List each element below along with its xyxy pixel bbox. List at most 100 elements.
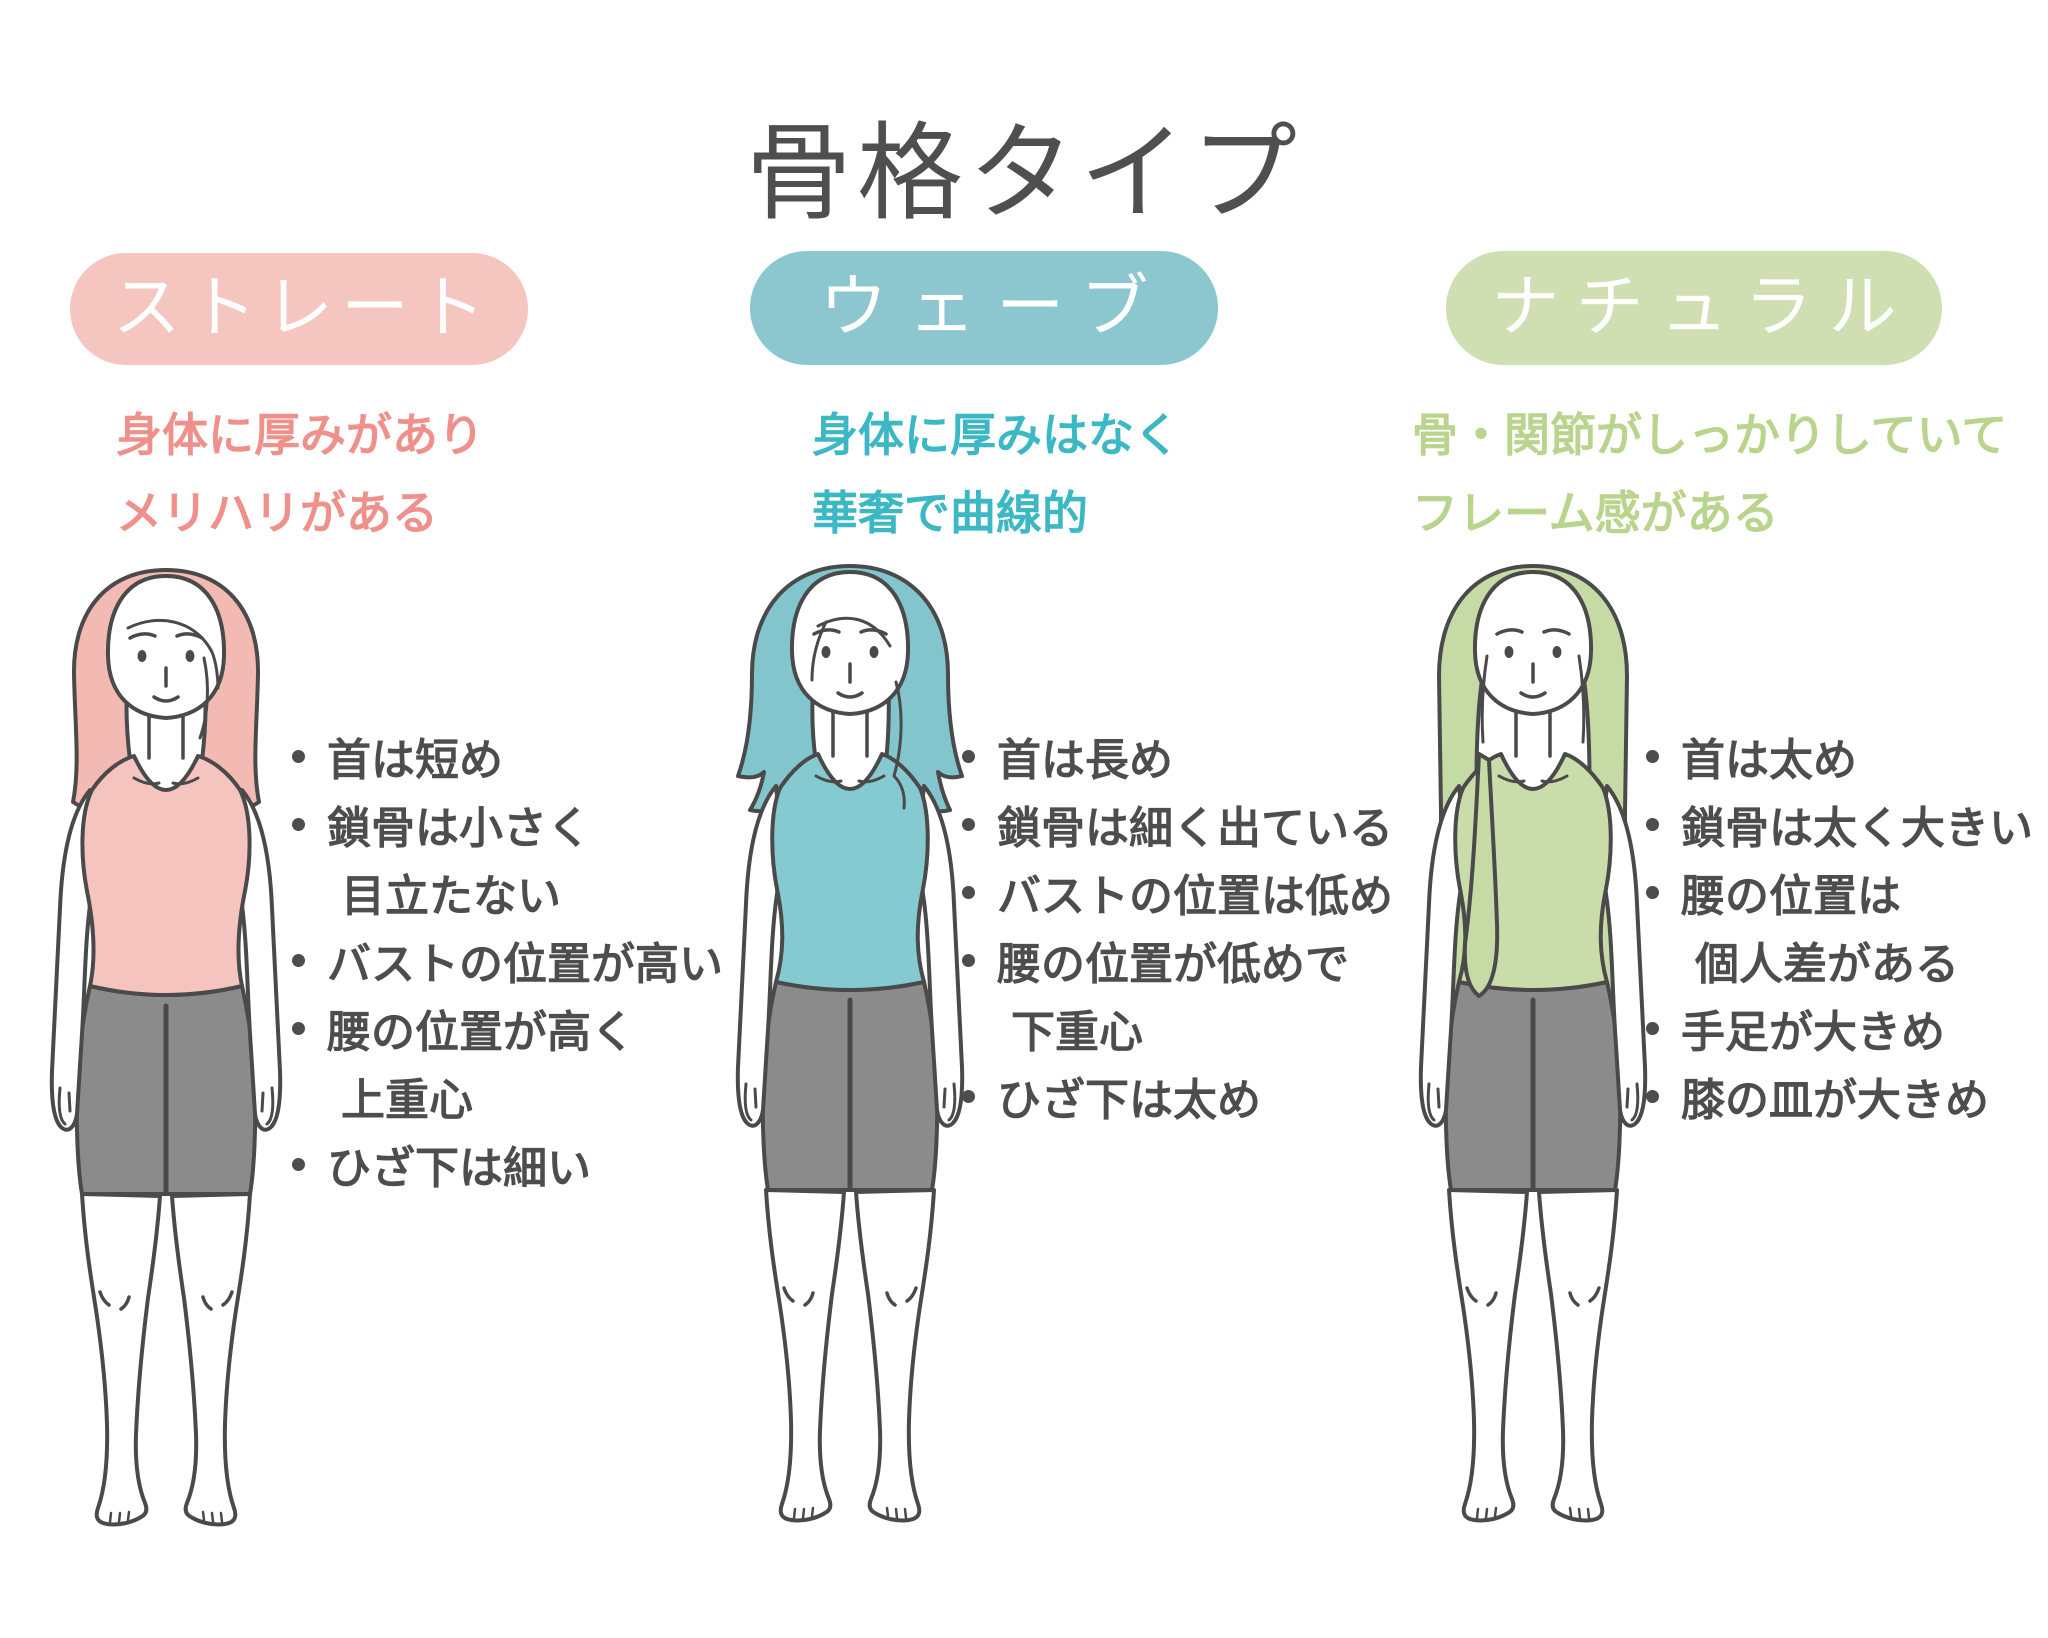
tank-top bbox=[80, 754, 252, 997]
list-item-text: 手足が大きめ bbox=[1681, 1007, 1945, 1058]
bullet-dot bbox=[962, 885, 975, 899]
collarbone bbox=[1497, 774, 1569, 784]
bullet-dot bbox=[962, 953, 975, 967]
description-line: 骨・関節がしっかりしていて bbox=[1412, 408, 2008, 462]
woman-wavy-hair-illustration bbox=[735, 564, 965, 1523]
bullet-dot bbox=[1646, 1089, 1659, 1103]
bullet-dot bbox=[962, 817, 975, 831]
type-pill-wave: ウェーブ bbox=[750, 251, 1218, 365]
bullet-dot bbox=[292, 1157, 305, 1171]
list-item-text: 腰の位置が低めで bbox=[997, 939, 1349, 990]
list-item-text: 首は太め bbox=[1681, 735, 1857, 786]
list-item-text: 鎖骨は太く大きい bbox=[1681, 803, 2033, 854]
eye-right bbox=[185, 650, 195, 662]
arm-right bbox=[1601, 784, 1648, 1128]
description-line: 身体に厚みはなく bbox=[812, 408, 1180, 462]
collarbone bbox=[132, 776, 200, 786]
leg-left bbox=[1447, 1188, 1529, 1523]
description-line: フレーム感がある bbox=[1412, 486, 1779, 540]
face bbox=[1472, 570, 1594, 716]
list-item-continuation: 上重心 bbox=[292, 1062, 722, 1130]
eyebrows bbox=[1495, 628, 1571, 636]
type-description-wave: 身体に厚みはなく 華奢で曲線的 bbox=[812, 396, 1180, 552]
list-item: 腰の位置が低めで bbox=[962, 926, 1392, 994]
bullet-dot bbox=[292, 1021, 305, 1035]
list-item-text: ひざ下は太め bbox=[997, 1075, 1261, 1126]
list-item: 鎖骨は小さく bbox=[292, 790, 722, 858]
hair-strand bbox=[810, 620, 828, 682]
woman-long-hair-illustration bbox=[1418, 564, 1648, 1523]
list-item-text: バストの位置が高い bbox=[327, 939, 723, 990]
feature-list-straight: 首は短め 鎖骨は小さく 目立たない バストの位置が高い 腰の位置が高く 上重心 … bbox=[292, 722, 723, 1198]
list-item: バストの位置が高い bbox=[292, 926, 723, 994]
type-description-straight: 身体に厚みがあり メリハリがある bbox=[116, 396, 484, 552]
list-item: 首は長め bbox=[962, 722, 1392, 790]
list-item-text: 腰の位置は bbox=[1681, 871, 1901, 922]
type-description-natural: 骨・関節がしっかりしていて フレーム感がある bbox=[1412, 396, 2007, 552]
leg-right bbox=[170, 1192, 252, 1527]
bullet-dot bbox=[1646, 749, 1659, 763]
list-item: 鎖骨は細く出ている bbox=[962, 790, 1393, 858]
type-pill-label: ナチュラル bbox=[1491, 268, 1913, 347]
tank-top bbox=[770, 752, 930, 992]
list-item-text: ひざ下は細い bbox=[327, 1143, 591, 1194]
bullet-dot bbox=[962, 1089, 975, 1103]
figure-woman-natural bbox=[1383, 562, 1683, 1532]
bullet-dot bbox=[1646, 885, 1659, 899]
list-item-text: 目立たない bbox=[341, 871, 561, 922]
description-line: 身体に厚みがあり bbox=[116, 408, 484, 462]
arm-right bbox=[918, 784, 965, 1128]
list-item: 首は短め bbox=[292, 722, 722, 790]
list-item-continuation: 下重心 bbox=[962, 994, 1392, 1062]
list-item-text: 膝の皿が大きめ bbox=[1681, 1075, 1989, 1126]
hair-strand bbox=[198, 656, 209, 740]
list-item-continuation: 目立たない bbox=[292, 858, 722, 926]
list-item-text: 鎖骨は細く出ている bbox=[997, 803, 1393, 854]
feature-list-wave: 首は長め 鎖骨は細く出ている バストの位置は低め 腰の位置が低めで 下重心 ひざ… bbox=[962, 722, 1393, 1130]
list-item-text: バストの位置は低め bbox=[997, 871, 1393, 922]
type-pill-natural: ナチュラル bbox=[1446, 251, 1942, 365]
list-item-text: 下重心 bbox=[1011, 1007, 1143, 1058]
list-item: 鎖骨は太く大きい bbox=[1646, 790, 2048, 858]
figure-woman-wave bbox=[700, 562, 1000, 1532]
list-item: 首は太め bbox=[1646, 722, 2048, 790]
collarbone bbox=[814, 774, 886, 784]
eye-left bbox=[821, 646, 831, 658]
leg-right bbox=[1537, 1188, 1619, 1523]
list-item: ひざ下は細い bbox=[292, 1130, 722, 1198]
bullet-dot bbox=[292, 817, 305, 831]
woman-straight-bob-illustration bbox=[49, 568, 283, 1527]
bangs bbox=[1480, 654, 1586, 744]
arm-left bbox=[1418, 784, 1465, 1128]
list-item-text: 腰の位置が高く bbox=[327, 1007, 635, 1058]
type-pill-label: ストレート bbox=[112, 269, 494, 348]
mouth bbox=[836, 691, 864, 699]
list-item-text: 個人差がある bbox=[1695, 939, 1959, 990]
eye-right bbox=[1552, 646, 1562, 658]
list-item: 手足が大きめ bbox=[1646, 994, 2048, 1062]
leg-left bbox=[80, 1192, 162, 1527]
type-pill-label: ウェーブ bbox=[819, 268, 1169, 347]
hair-front-strand bbox=[1462, 752, 1500, 998]
face bbox=[105, 574, 227, 720]
face bbox=[789, 570, 911, 716]
bullet-dot bbox=[292, 749, 305, 763]
list-item: バストの位置は低め bbox=[962, 858, 1393, 926]
list-item-continuation: 個人差がある bbox=[1646, 926, 2048, 994]
page-title: 骨格タイプ bbox=[745, 112, 1303, 236]
bangs bbox=[126, 618, 220, 690]
description-line: メリハリがある bbox=[116, 486, 438, 540]
description-line: 華奢で曲線的 bbox=[812, 486, 1088, 540]
figure-woman-straight bbox=[16, 566, 316, 1536]
bullet-dot bbox=[962, 749, 975, 763]
mouth bbox=[152, 695, 180, 703]
arm-left bbox=[735, 784, 782, 1128]
list-item-text: 上重心 bbox=[341, 1075, 473, 1126]
bullet-dot bbox=[1646, 817, 1659, 831]
list-item: ひざ下は太め bbox=[962, 1062, 1392, 1130]
list-item-text: 首は長め bbox=[997, 735, 1173, 786]
bullet-dot bbox=[292, 953, 305, 967]
list-item-text: 鎖骨は小さく bbox=[327, 803, 591, 854]
list-item: 腰の位置は bbox=[1646, 858, 2048, 926]
list-item-text: 首は短め bbox=[327, 735, 503, 786]
